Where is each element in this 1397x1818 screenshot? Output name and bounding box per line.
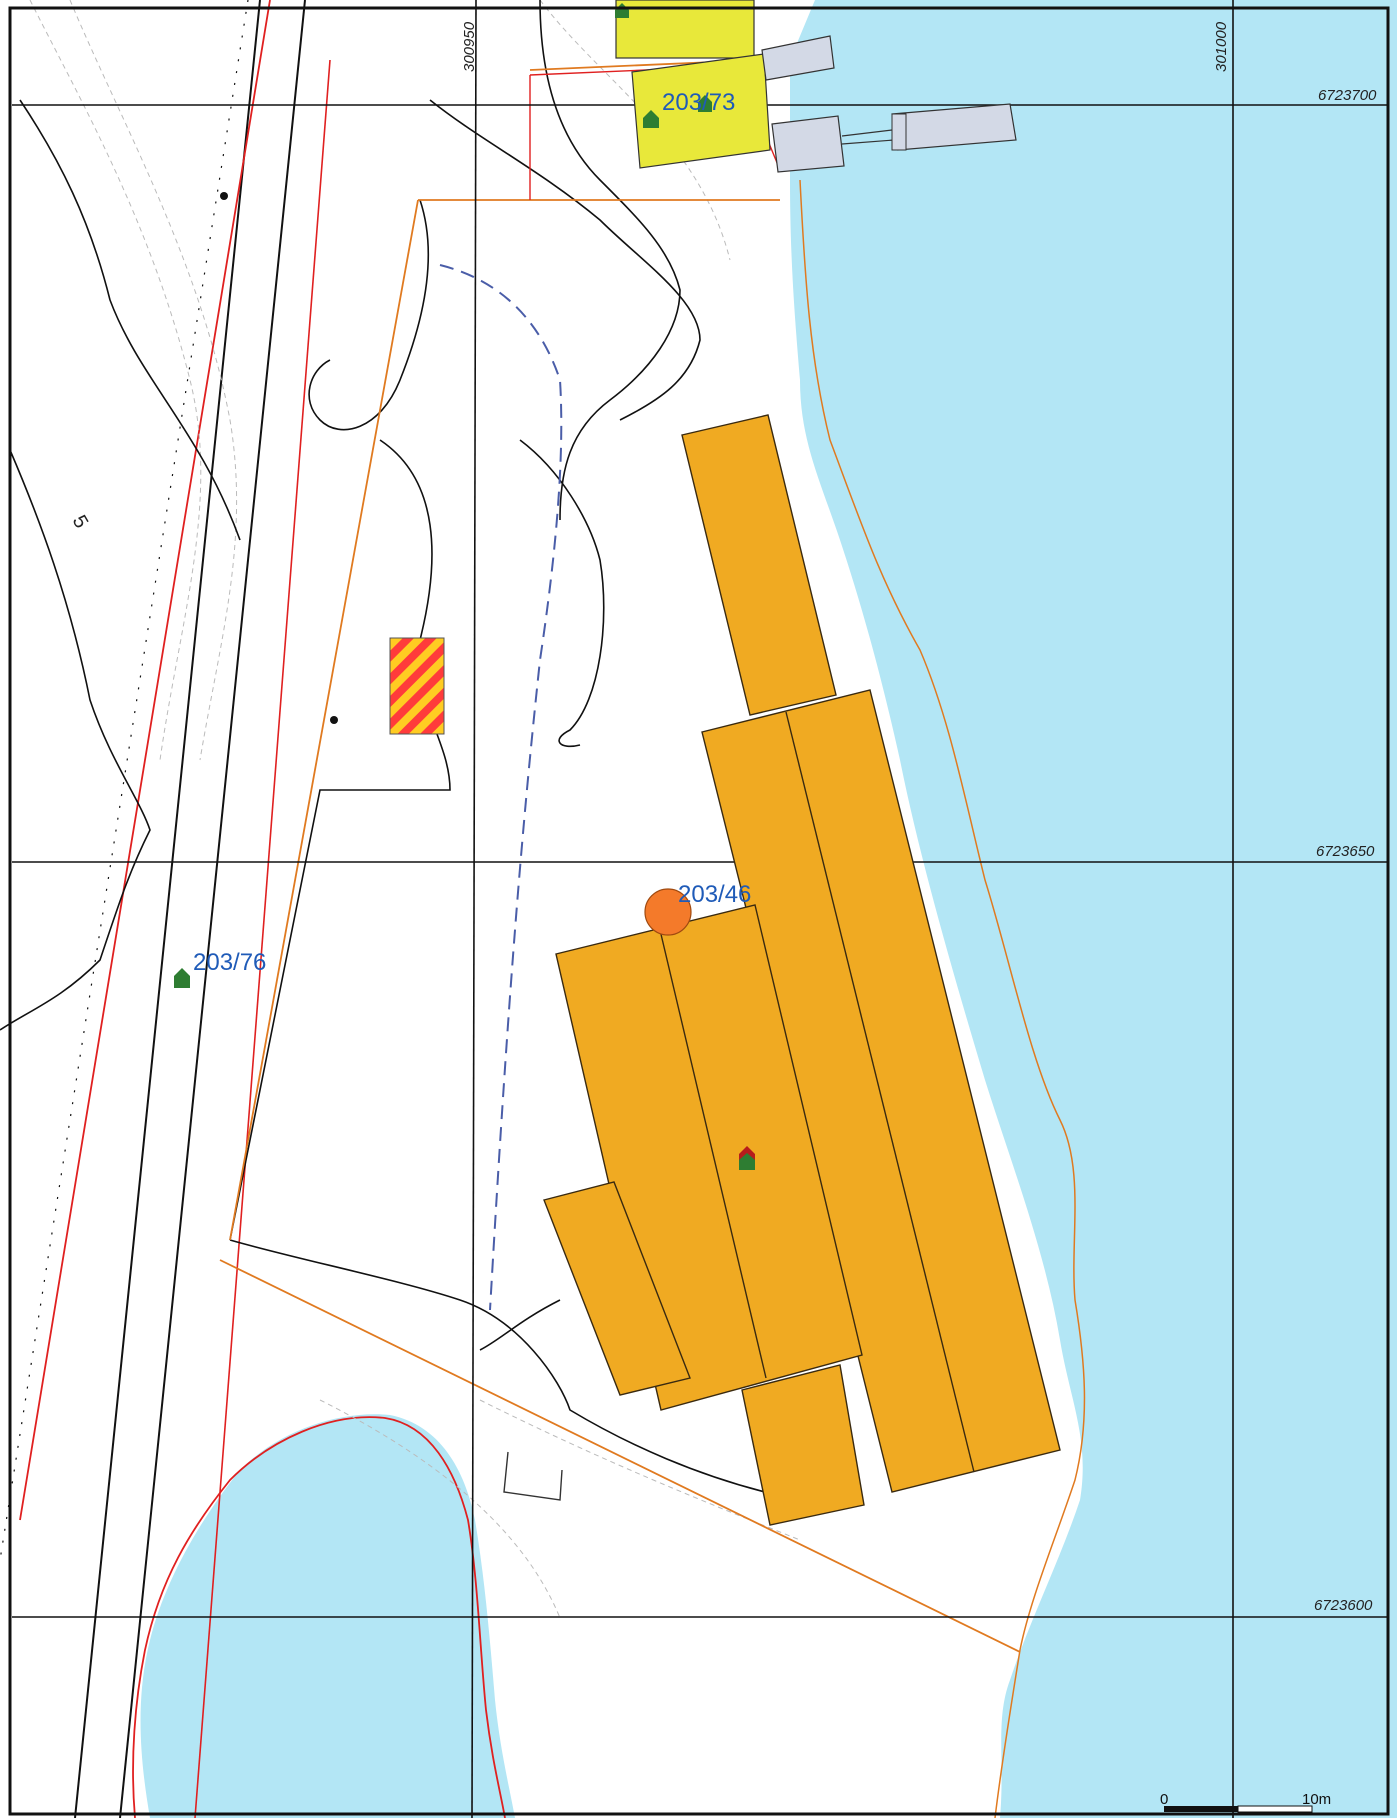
grid-label-northing-6723650: 6723650 (1316, 843, 1375, 860)
scale-bar-start: 0 (1160, 1791, 1168, 1808)
shoreline-boundary (799, 179, 1086, 1818)
pier-walkway (841, 129, 895, 145)
parcel-label-203-46: 203/46 (678, 881, 751, 908)
scale-bar-end: 10m (1302, 1791, 1331, 1808)
survey-point-1 (220, 192, 228, 200)
grid-label-easting-301000: 301000 (1213, 21, 1230, 72)
grey-shed-2 (771, 115, 845, 173)
hatched-area (389, 637, 445, 735)
house-marker-203-76 (174, 968, 190, 988)
red-boundary-left (19, 0, 271, 1521)
grey-shed-1 (761, 35, 835, 81)
grid-label-easting-300950: 300950 (461, 21, 478, 72)
survey-point-2 (330, 716, 338, 724)
road-line-2 (119, 0, 306, 1818)
east-block-divider (785, 711, 975, 1473)
yellow-building-1 (615, 0, 755, 59)
dashed-path (439, 264, 563, 1311)
house-marker-203-73b (698, 95, 712, 112)
red-boundary-left-2 (194, 59, 331, 1818)
house-marker-203-73 (643, 110, 659, 128)
grid-label-northing-6723600: 6723600 (1314, 1597, 1373, 1614)
parcel-label-203-76: 203/76 (193, 949, 266, 976)
lagoon-boundary (132, 1416, 506, 1818)
lagoon-area (140, 1414, 515, 1818)
property-lines (219, 59, 1021, 1653)
small-structure-outline (503, 1451, 563, 1501)
west-block-divider (659, 929, 767, 1379)
sea-area (790, 0, 1397, 1818)
road-line-1 (74, 0, 261, 1818)
scale-bar: 0 10m (1160, 1791, 1331, 1813)
building-southwest-annex (543, 1181, 691, 1396)
house-marker-203-46 (739, 1146, 755, 1170)
building-north-wing (681, 414, 837, 716)
orange-circle-marker (644, 888, 692, 936)
map-frame (8, 6, 1390, 1816)
main-building-complex (543, 414, 1061, 1526)
building-south-annex (741, 1364, 865, 1526)
parcel-label-203-73: 203/73 (662, 89, 735, 116)
grid-label-northing-6723700: 6723700 (1318, 87, 1377, 104)
pier-post (891, 113, 907, 151)
